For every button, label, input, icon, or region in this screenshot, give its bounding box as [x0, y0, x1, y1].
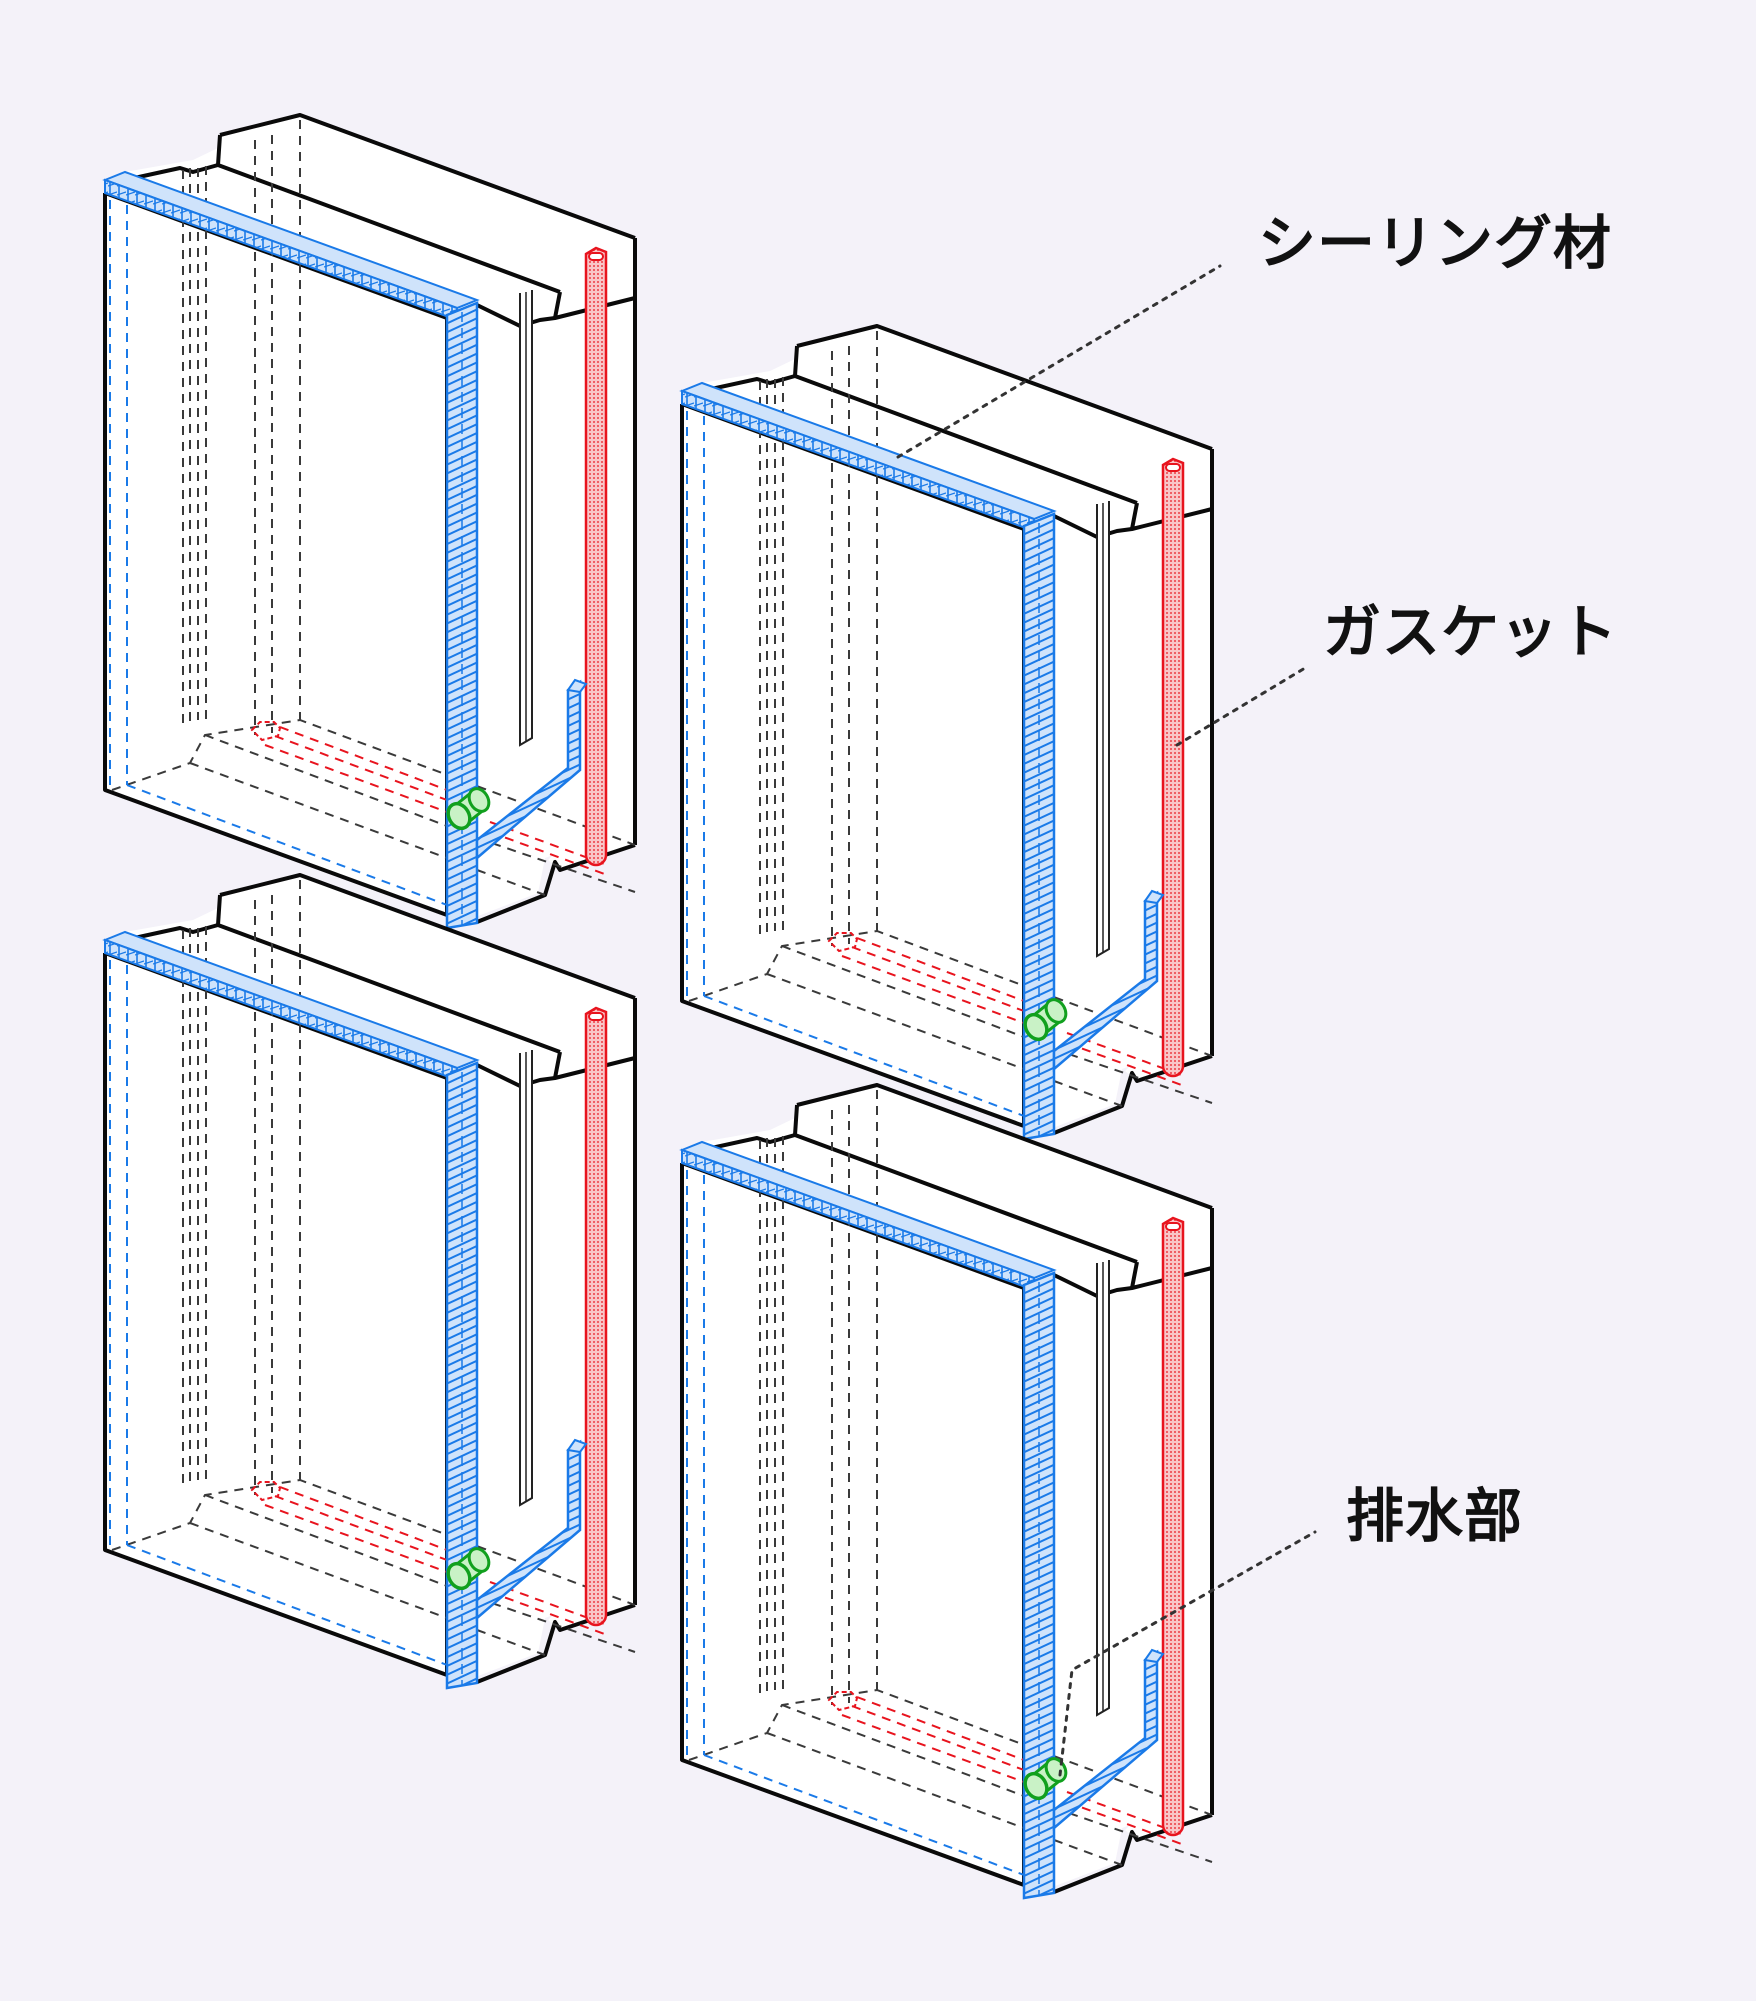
bottom-right-profile	[1053, 1054, 1213, 1135]
hidden-gasket-line	[489, 831, 611, 877]
label-drain: 排水部	[1346, 1482, 1524, 1550]
hidden-floor-line	[1053, 1080, 1123, 1107]
hidden-gasket-line	[841, 955, 1025, 1024]
hidden-gasket-line	[856, 1696, 1025, 1761]
bottom-right-profile	[476, 1603, 636, 1684]
hidden-floor-line	[781, 945, 1025, 1038]
block-body	[105, 875, 635, 1688]
hidden-gasket-line	[279, 726, 448, 791]
gasket-body	[1161, 457, 1185, 1078]
hidden-gasket-line	[489, 1591, 611, 1637]
hidden-floor-line	[189, 762, 448, 859]
top-back-edge	[219, 113, 636, 240]
drain-pipe	[446, 787, 491, 831]
hidden-floor-line	[476, 869, 546, 896]
hidden-seal-line	[703, 995, 1025, 1117]
sealing-vertical-strip	[1022, 512, 1056, 1141]
drain-pipe-outer-end	[1023, 1012, 1049, 1042]
hidden-floor-line	[1053, 1048, 1213, 1104]
gasket-bar	[584, 1006, 608, 1627]
hidden-gasket-line	[841, 1714, 1025, 1783]
sealing-material	[679, 381, 1165, 1141]
hidden-gasket-line	[279, 1486, 448, 1551]
top-back-edge	[796, 1083, 1213, 1210]
hidden-gasket-line	[264, 1504, 448, 1573]
sealing-arm-top	[566, 678, 588, 694]
block-body	[105, 115, 635, 928]
bottom-right-profile	[1053, 1813, 1213, 1894]
hidden-floor-line	[1053, 1839, 1123, 1866]
sealing-material	[102, 930, 588, 1690]
hidden-gasket-line	[851, 946, 1025, 1012]
hidden-floor-line	[476, 1597, 636, 1653]
leader-line-gasket	[1175, 666, 1307, 747]
sealing-vertical-strip	[445, 301, 479, 930]
sealing-arm-top	[566, 1438, 588, 1454]
front-face-outline	[103, 193, 448, 917]
top-back-edge	[796, 324, 1213, 451]
bottom-right-profile	[476, 843, 636, 924]
hidden-floor-line	[1053, 1807, 1213, 1863]
hidden-floor-line	[189, 1522, 448, 1619]
drain-pipe-inner-end	[1044, 998, 1068, 1024]
gasket-bar	[1161, 457, 1185, 1078]
gasket-top-slot	[588, 252, 604, 261]
hidden-gasket-line	[856, 937, 1025, 1002]
block-body	[682, 326, 1212, 1139]
gasket-top-slot	[588, 1012, 604, 1021]
drain-pipe	[446, 1547, 491, 1591]
label-gasket: ガスケット	[1323, 598, 1619, 666]
front-face-outline	[680, 1163, 1025, 1887]
drain-pipe-outer-end	[446, 801, 472, 831]
block-top-left	[102, 113, 637, 930]
drain-pipe-inner-end	[467, 787, 491, 813]
leader-line-drain	[1058, 1530, 1317, 1777]
sealing-vertical-strip	[445, 1061, 479, 1690]
hidden-gasket-line	[274, 1495, 448, 1561]
gasket-body	[584, 246, 608, 867]
gasket-bar	[584, 246, 608, 867]
label-sealing-material: シーリング材	[1258, 209, 1613, 277]
block-top-right	[679, 324, 1214, 1141]
sealing-arm-top	[1143, 889, 1165, 905]
block-bottom-right	[679, 1083, 1214, 1900]
hidden-floor-line	[766, 1732, 1025, 1829]
gasket-top-slot	[1165, 1222, 1181, 1231]
hidden-seal-line	[126, 1544, 448, 1666]
gasket-bar	[1161, 1216, 1185, 1837]
leader-line-sealing	[896, 264, 1222, 459]
gasket-body	[1161, 1216, 1185, 1837]
hidden-floor-line	[781, 1704, 1025, 1797]
hidden-gasket-line	[1066, 1801, 1188, 1847]
drain-pipe-outer-end	[446, 1561, 472, 1591]
hidden-gasket-line	[1066, 1042, 1188, 1088]
sealing-material	[679, 1140, 1165, 1900]
hidden-gasket-line	[264, 744, 448, 813]
top-back-edge	[219, 873, 636, 1000]
hidden-floor-line	[476, 837, 636, 893]
drain-pipe-inner-end	[467, 1547, 491, 1573]
hidden-gasket-line	[851, 1705, 1025, 1771]
drain-pipe-outer-end	[1023, 1771, 1049, 1801]
front-face-outline	[680, 404, 1025, 1128]
block-body	[682, 1085, 1212, 1898]
gasket-top-slot	[1165, 463, 1181, 472]
hidden-floor-line	[204, 1494, 448, 1587]
sealing-arm-top	[1143, 1648, 1165, 1664]
hidden-floor-line	[476, 1629, 546, 1656]
sealing-vertical-strip	[1022, 1271, 1056, 1900]
hidden-floor-line	[204, 734, 448, 827]
hidden-gasket-line	[274, 735, 448, 801]
gasket-body	[584, 1006, 608, 1627]
hidden-seal-line	[703, 1754, 1025, 1876]
hidden-seal-line	[126, 784, 448, 906]
drain-pipe	[1023, 998, 1068, 1042]
block-bottom-left	[102, 873, 637, 1690]
hidden-floor-line	[766, 973, 1025, 1070]
sealing-material	[102, 170, 588, 930]
front-face-outline	[103, 953, 448, 1677]
